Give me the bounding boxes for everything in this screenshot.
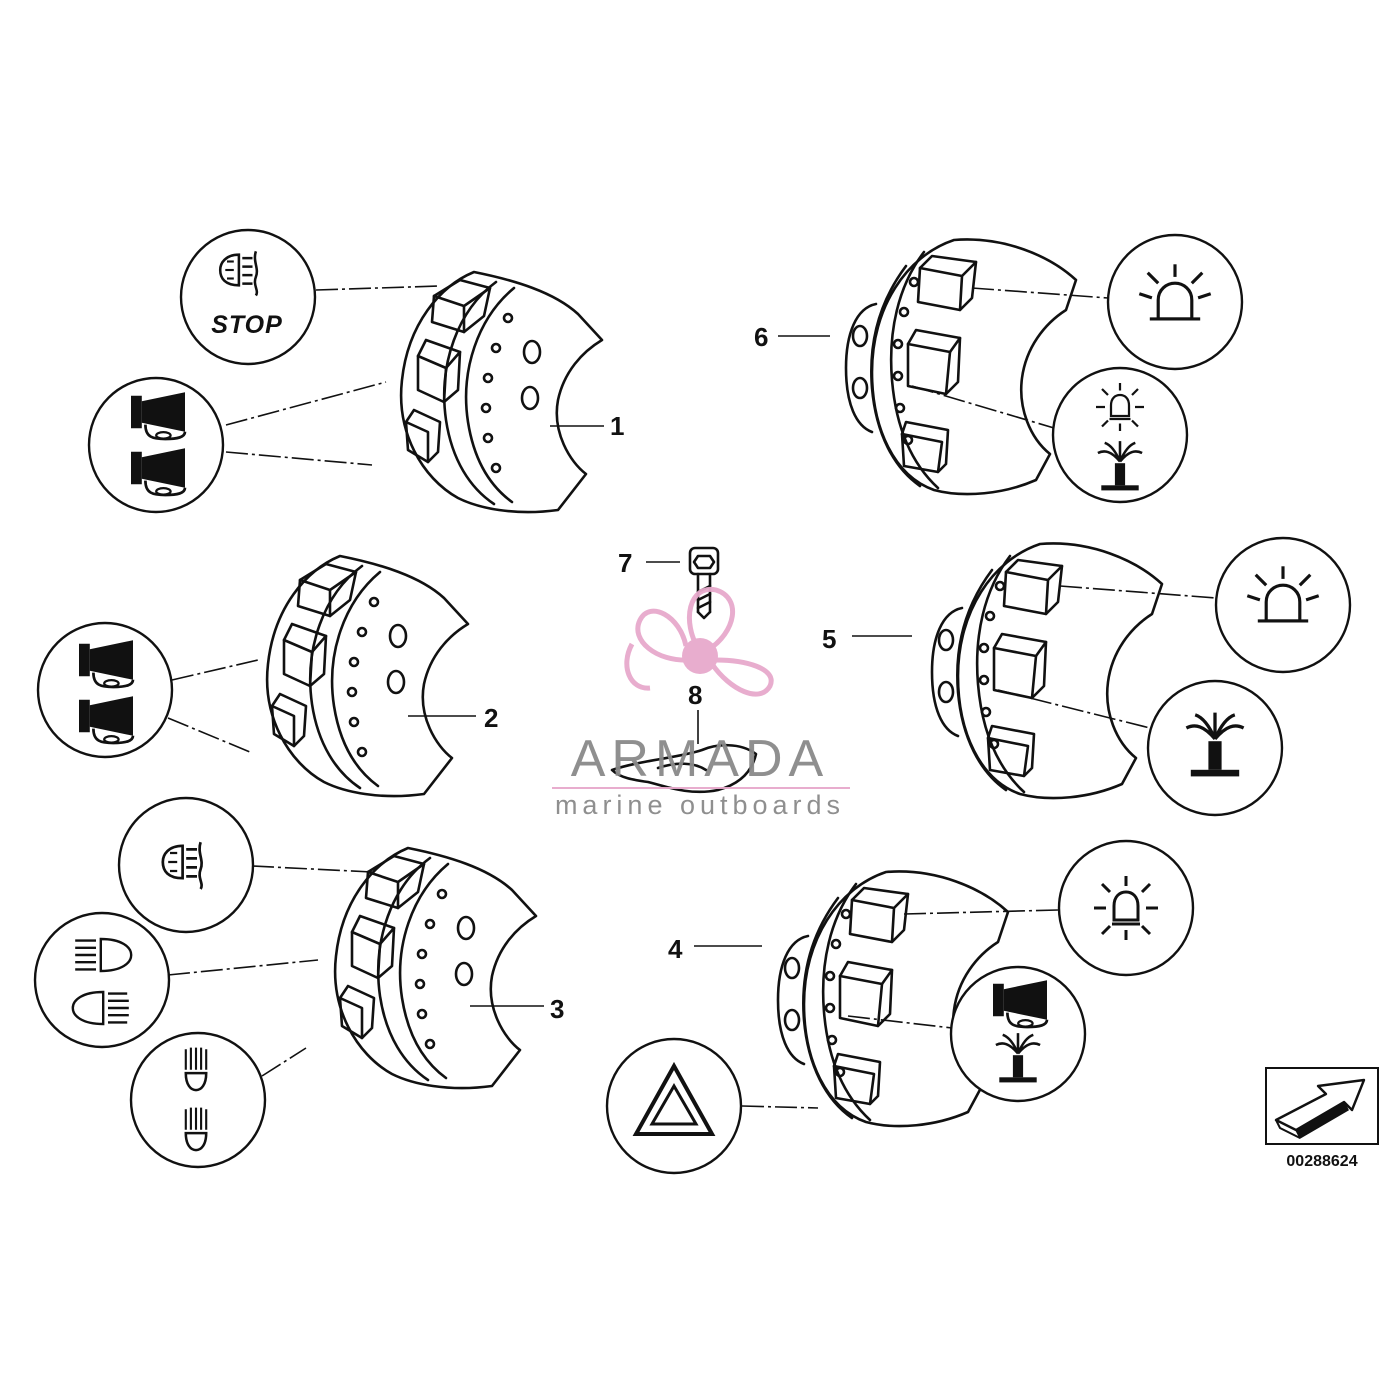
leader-3a [251, 865, 373, 873]
brand-name: ARMADA [571, 730, 829, 788]
symbol-sun-fountain-6 [1051, 366, 1189, 504]
part-7-screw [688, 546, 720, 620]
document-id: 00288624 [1286, 1153, 1357, 1170]
symbol-sun-4 [1057, 839, 1195, 977]
callout-4: 4 [668, 934, 683, 964]
leader-2b [167, 717, 251, 753]
leader-2a [171, 659, 259, 681]
leader-3c [261, 1047, 307, 1077]
leader-4a [903, 909, 1059, 915]
symbol-beacon-5 [1214, 536, 1352, 674]
callout-3: 3 [550, 994, 564, 1024]
callout-6: 6 [754, 322, 768, 352]
symbol-fog-stop: STOP [179, 228, 317, 366]
callout-8: 8 [688, 680, 702, 710]
brand-tagline: marine outboards [555, 790, 845, 820]
leader-4c [741, 1105, 819, 1109]
leader-1c [225, 451, 373, 466]
part-6-switch-housing [844, 238, 1078, 496]
symbol-beacon-6 [1106, 233, 1244, 371]
symbol-fountain-5 [1146, 679, 1284, 817]
part-1-switch-housing [399, 270, 604, 514]
symbol-horn-pair-1 [87, 376, 225, 514]
symbol-lamp-pair [129, 1031, 267, 1169]
part-2-switch-housing [265, 554, 470, 798]
symbol-fog-3 [117, 796, 255, 934]
watermark: ARMADA marine outboards [552, 586, 850, 820]
leader-1b [225, 381, 387, 426]
stop-label: STOP [211, 311, 283, 339]
symbol-hazard [605, 1037, 743, 1175]
callout-2: 2 [484, 703, 498, 733]
leader-4b [847, 1015, 953, 1029]
propeller-logo [624, 586, 774, 697]
symbol-horn-pair-2 [36, 621, 174, 759]
leader-6a [971, 287, 1109, 299]
part-3-switch-housing [333, 846, 538, 1090]
leader-6b [911, 385, 1055, 429]
callout-7: 7 [618, 548, 632, 578]
callout-1: 1 [610, 411, 624, 441]
symbol-high-low-beam [33, 911, 171, 1049]
callout-5: 5 [822, 624, 836, 654]
reference-arrow-badge [1265, 1067, 1379, 1145]
leader-5b [997, 689, 1151, 729]
symbol-horn-fountain-4 [949, 965, 1087, 1103]
leader-3b [167, 959, 319, 976]
leader-1a [315, 285, 441, 291]
part-8-pad [610, 743, 758, 794]
part-5-switch-housing [930, 542, 1164, 800]
leader-5a [1059, 585, 1217, 599]
